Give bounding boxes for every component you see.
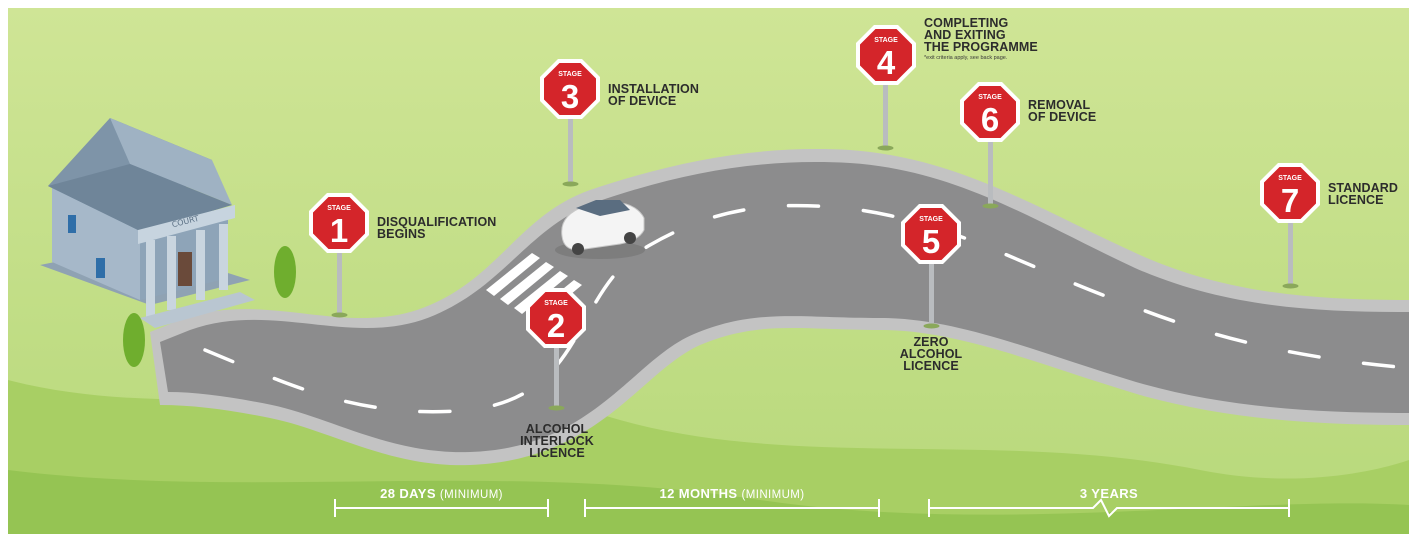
stage-5-sign: STAGE 5: [901, 204, 961, 264]
court-building: COURT: [40, 118, 255, 328]
stage-4-line-3: THE PROGRAMME: [924, 40, 1038, 54]
stage-2-sign: STAGE 2: [526, 288, 586, 348]
stage-6-number: 6: [981, 101, 999, 138]
stage-6-line-1: REMOVAL: [1028, 98, 1091, 112]
stage-7-sign: STAGE 7: [1260, 163, 1320, 223]
duration-12-months-sub: (MINIMUM): [741, 489, 805, 501]
stage-5-line-2: ALCOHOL: [899, 347, 963, 361]
stage-6-tag: STAGE: [978, 94, 1002, 101]
stage-5-label: ZERO ALCOHOL LICENCE: [886, 335, 976, 373]
bushes: [123, 246, 296, 367]
sign-poles: [331, 80, 1299, 411]
bracket-28-days: [334, 499, 549, 517]
stage-2-line-1: ALCOHOL: [525, 422, 589, 436]
car-icon: [555, 200, 645, 259]
duration-3-years: 3 YEARS: [929, 486, 1289, 501]
stage-2-number: 2: [547, 307, 565, 344]
duration-brackets: [334, 498, 1290, 518]
stage-7-label: STANDARD LICENCE: [1328, 181, 1399, 207]
stage-1-line-1: DISQUALIFICATION: [377, 215, 497, 229]
stage-3-sign: STAGE 3: [540, 59, 600, 119]
duration-28-days-sub: (MINIMUM): [439, 489, 503, 501]
stage-6-sign: STAGE 6: [960, 82, 1020, 142]
stage-4-label: COMPLETING AND EXITING THE PROGRAMME: [924, 16, 1038, 54]
stage-7-tag: STAGE: [1278, 175, 1302, 182]
winding-road: [150, 149, 1411, 466]
stage-3-label: INSTALLATION OF DEVICE: [608, 82, 700, 108]
duration-12-months-main: 12 MONTHS: [659, 486, 738, 501]
stage-1-tag: STAGE: [327, 205, 351, 212]
stage-1-number: 1: [330, 212, 348, 249]
stage-4-note: *exit criteria apply, see back page.: [924, 55, 1008, 61]
stage-4-tag: STAGE: [874, 37, 898, 44]
stage-5-line-3: LICENCE: [903, 359, 959, 373]
stage-2-tag: STAGE: [544, 300, 568, 307]
duration-12-months: 12 MONTHS (MINIMUM): [585, 486, 879, 501]
stage-1-line-2: BEGINS: [377, 227, 426, 241]
stage-3-line-2: OF DEVICE: [608, 94, 677, 108]
stage-1-sign: STAGE 1: [309, 193, 369, 253]
stage-1-label: DISQUALIFICATION BEGINS: [377, 215, 497, 241]
duration-3-years-main: 3 YEARS: [1079, 486, 1139, 501]
grass-foreground: [8, 470, 1409, 534]
stage-4-line-2: AND EXITING: [924, 28, 1006, 42]
stage-2-label: ALCOHOL INTERLOCK LICENCE: [512, 422, 602, 460]
stage-5-tag: STAGE: [919, 216, 943, 223]
stage-7-line-1: STANDARD: [1328, 181, 1399, 195]
stage-7-line-2: LICENCE: [1328, 193, 1384, 207]
stage-6-line-2: OF DEVICE: [1028, 110, 1097, 124]
duration-28-days-main: 28 DAYS: [380, 486, 436, 501]
stage-6-label: REMOVAL OF DEVICE: [1028, 98, 1097, 124]
duration-28-days: 28 DAYS (MINIMUM): [335, 486, 548, 501]
stage-7-number: 7: [1281, 182, 1299, 219]
stage-3-number: 3: [561, 78, 579, 115]
stage-4-line-1: COMPLETING: [924, 16, 1009, 30]
stage-2-line-2: INTERLOCK: [520, 434, 594, 448]
stage-3-line-1: INSTALLATION: [608, 82, 700, 96]
stage-4-number: 4: [877, 44, 896, 81]
stage-2-line-3: LICENCE: [529, 446, 585, 460]
stage-5-line-1: ZERO: [913, 335, 949, 349]
stage-4-sign: STAGE 4: [856, 25, 916, 85]
bracket-12-months: [584, 499, 880, 517]
stage-5-number: 5: [922, 223, 940, 260]
stage-3-tag: STAGE: [558, 71, 582, 78]
bracket-3-years: [928, 498, 1290, 518]
